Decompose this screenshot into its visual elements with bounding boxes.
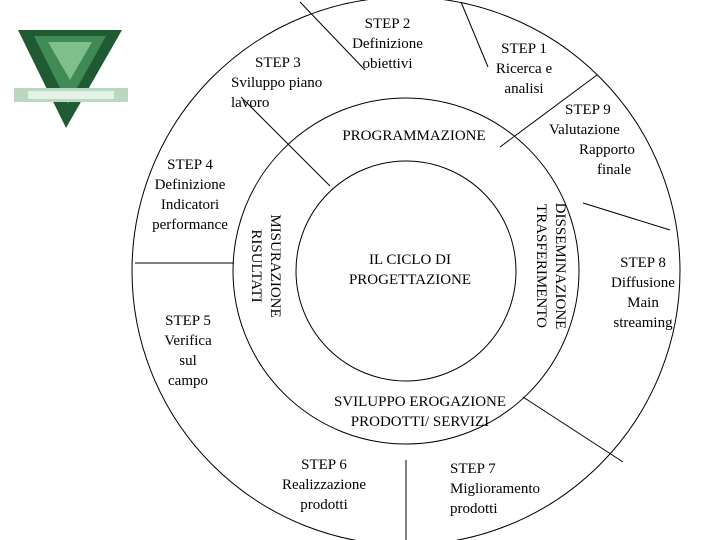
step-9-line1: Valutazione: [549, 122, 620, 138]
divider-step8-step7: [522, 396, 624, 463]
step-8-line2: Main: [627, 295, 659, 311]
step-5-label: STEP 5 Verifica sul campo: [150, 311, 226, 391]
step-5-line3: campo: [168, 373, 208, 389]
step-1-label: STEP 1 Ricerca e analisi: [478, 39, 570, 99]
divider-step9-step8: [582, 202, 671, 231]
phase-right-line1: DISSEMINAZIONE: [552, 202, 568, 330]
step-8-line1: Diffusione: [611, 275, 675, 291]
step-4-line2: Indicatori: [160, 197, 220, 213]
center-title-line1: IL CICLO DI: [369, 252, 451, 268]
phase-left-line2: RISULTATI: [248, 229, 264, 303]
step-4-line1: Definizione: [154, 177, 226, 193]
step-7-line2: prodotti: [450, 501, 498, 517]
step-7-title: STEP 7: [450, 461, 496, 477]
phase-left-line1: MISURAZIONE: [267, 214, 283, 318]
step-4-title: STEP 4: [167, 157, 213, 173]
step-8-label: STEP 8 Diffusione Main streaming: [595, 253, 691, 333]
phase-right-line2: TRASFERIMENTO: [533, 204, 549, 328]
step-3-line2: lavoro: [231, 95, 270, 111]
phase-top-label: PROGRAMMAZIONE: [314, 126, 514, 146]
step-2-title: STEP 2: [364, 16, 411, 32]
phase-bottom-line2: PRODOTTI/ SERVIZI: [350, 414, 490, 430]
step-4-line3: performance: [152, 217, 228, 233]
step-2-label: STEP 2 Definizione obiettivi: [335, 14, 440, 74]
divider-step1-step9: [499, 74, 598, 148]
phase-bottom-label: SVILUPPO EROGAZIONE PRODOTTI/ SERVIZI: [300, 392, 540, 432]
center-circle: [295, 160, 517, 382]
divider-step1-step2: [460, 1, 489, 68]
divider-step2-step3: [299, 1, 366, 71]
step-6-line2: prodotti: [300, 497, 348, 513]
step-7-label: STEP 7 Miglioramento prodotti: [450, 459, 570, 519]
step-6-line1: Realizzazione: [281, 477, 367, 493]
step-6-label: STEP 6 Realizzazione prodotti: [268, 455, 380, 515]
step-6-title: STEP 6: [301, 457, 347, 473]
step-4-label: STEP 4 Definizione Indicatori performanc…: [135, 155, 245, 235]
phase-left-label: MISURAZIONE RISULTATI: [246, 176, 284, 356]
step-3-title: STEP 3: [255, 55, 301, 71]
step-9-title: STEP 9: [565, 102, 611, 118]
center-title: IL CICLO DI PROGETTAZIONE: [330, 250, 490, 290]
step-5-line2: sul: [179, 353, 197, 369]
step-2-line1: Definizione: [352, 36, 423, 52]
step-5-line1: Verifica: [164, 333, 212, 349]
phase-programmazione: PROGRAMMAZIONE: [342, 128, 486, 144]
step-8-line3: streaming: [613, 315, 673, 331]
step-1-line1: Ricerca e: [495, 61, 553, 77]
phase-ring: [232, 97, 580, 445]
step-3-line1: Sviluppo piano: [231, 75, 323, 91]
step-5-title: STEP 5: [165, 313, 211, 329]
step-9-line3: finale: [597, 162, 632, 178]
phase-right-label: DISSEMINAZIONE TRASFERIMENTO: [531, 176, 569, 356]
logo-triangle-shine: [48, 42, 92, 80]
center-title-line2: PROGETTAZIONE: [348, 272, 472, 288]
step-8-title: STEP 8: [620, 255, 666, 271]
step-7-line1: Miglioramento: [450, 481, 540, 497]
green-triangle-logo: [14, 30, 128, 128]
outer-ring: [131, 0, 681, 540]
divider-step3-step4: [240, 96, 331, 187]
step-3-label: STEP 3 Sviluppo piano lavoro: [231, 53, 356, 113]
step-1-title: STEP 1: [501, 41, 547, 57]
logo-bar-inner: [28, 91, 114, 99]
step-1-line2: analisi: [504, 81, 544, 97]
step-9-line2: Rapporto: [579, 142, 635, 158]
step-9-label: STEP 9 Valutazione Rapporto finale: [549, 100, 659, 180]
phase-bottom-line1: SVILUPPO EROGAZIONE: [333, 394, 507, 410]
step-2-line2: obiettivi: [362, 56, 413, 72]
